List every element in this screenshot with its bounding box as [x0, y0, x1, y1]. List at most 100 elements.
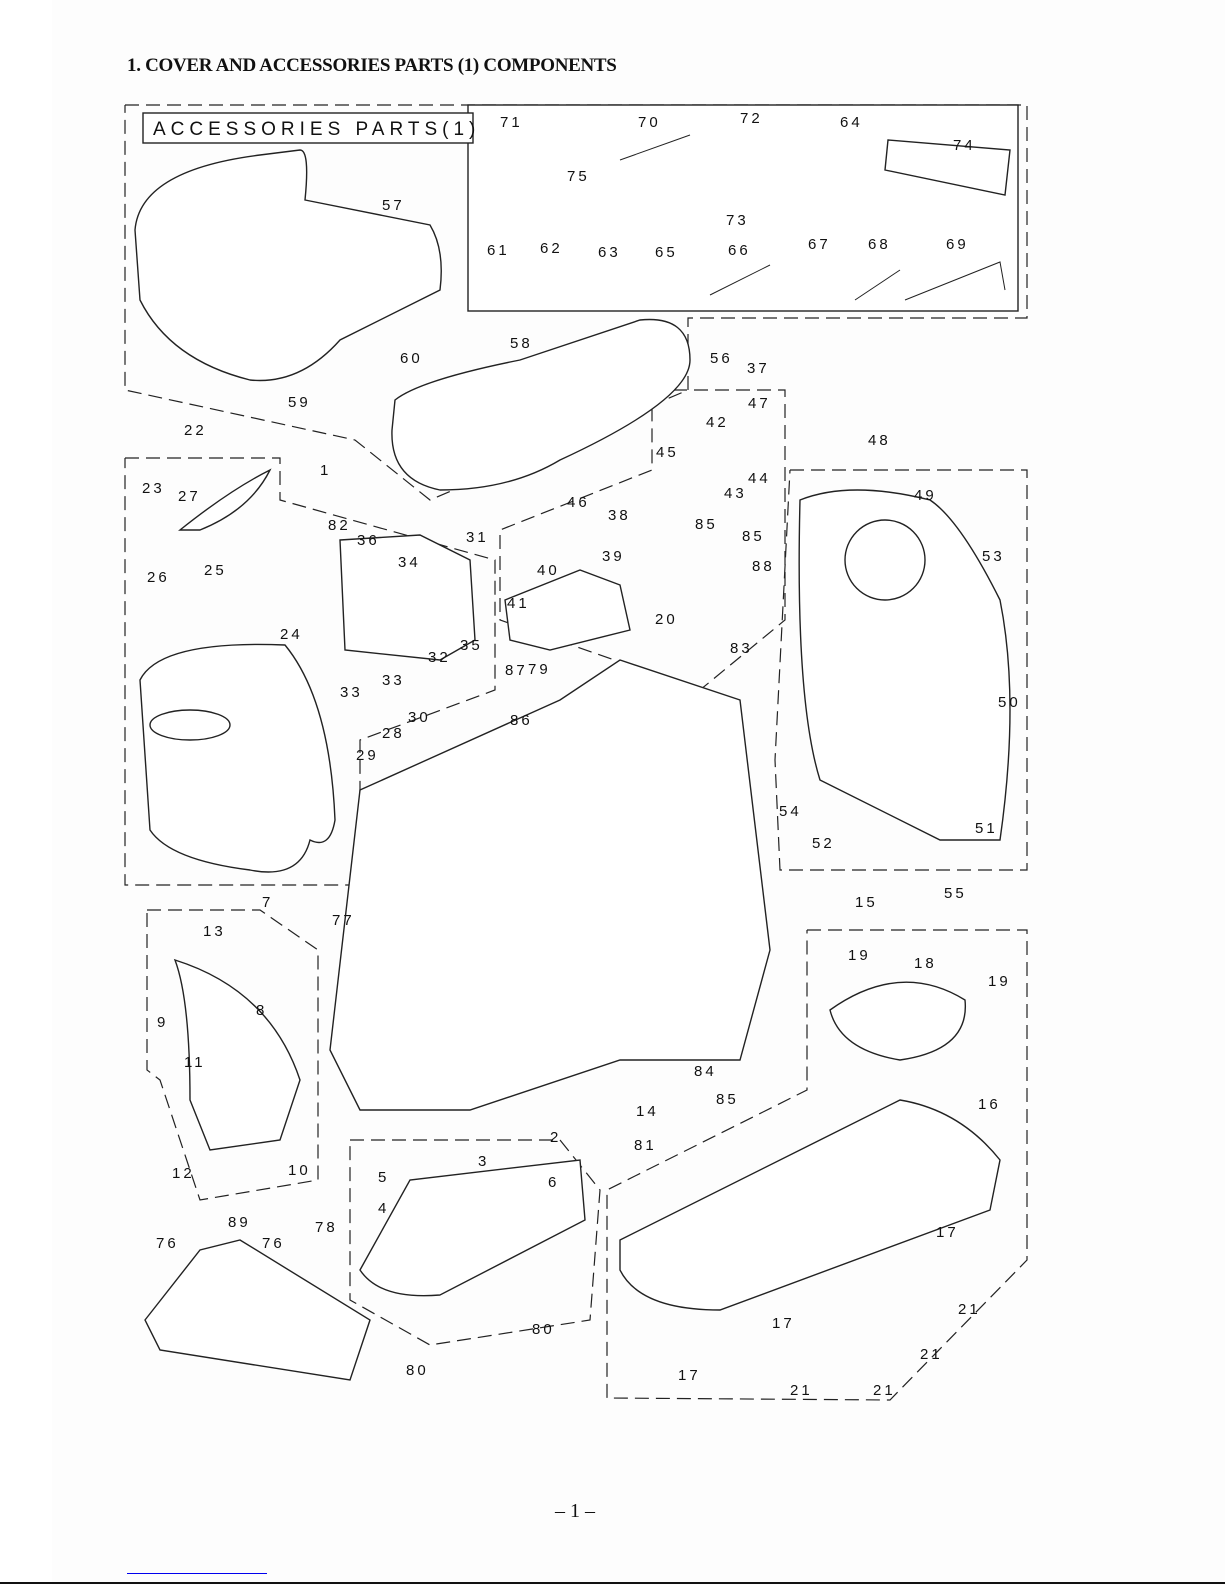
- part-number-label: 50: [998, 694, 1021, 711]
- link-underline[interactable]: [127, 1573, 267, 1574]
- part-number-label: 59: [288, 394, 311, 411]
- side-cover: [173, 958, 301, 1151]
- part-number-label: 6: [548, 1174, 559, 1191]
- front-cover: [139, 643, 336, 873]
- part-number-label: 29: [356, 747, 379, 764]
- part-number-label: 82: [328, 517, 351, 534]
- bottom-cover-plate: [829, 981, 966, 1061]
- part-number-label: 19: [848, 947, 871, 964]
- part-number-label: 86: [510, 712, 533, 729]
- part-number-label: 11: [184, 1054, 206, 1071]
- part-number-label: 63: [598, 244, 621, 261]
- part-number-label: 25: [204, 562, 227, 579]
- part-number-label: 78: [315, 1219, 338, 1236]
- part-number-label: 26: [147, 569, 170, 586]
- group-boundaries: [124, 104, 1028, 1401]
- part-number-label: 7: [262, 894, 273, 911]
- part-number-label: 77: [332, 912, 355, 929]
- part-number-label: 2: [550, 1129, 561, 1146]
- part-number-label: 39: [602, 548, 625, 565]
- part-number-label: 67: [808, 236, 831, 253]
- page-number: – 1 –: [555, 1500, 595, 1522]
- part-number-label: 85: [716, 1091, 739, 1108]
- part-number-label: 45: [656, 444, 679, 461]
- part-number-label: 27: [178, 488, 201, 505]
- part-number-label: 53: [982, 548, 1005, 565]
- foot-74: [884, 139, 1011, 196]
- part-number-label: 21: [958, 1301, 981, 1318]
- part-number-label: 79: [528, 661, 551, 678]
- accessory-case: [134, 149, 442, 382]
- part-number-label: 81: [634, 1137, 657, 1154]
- part-number-label: 80: [532, 1321, 555, 1338]
- part-number-label: 88: [752, 558, 775, 575]
- part-number-label: 19: [988, 973, 1011, 990]
- part-number-label: 68: [868, 236, 891, 253]
- part-number-label: 58: [510, 335, 533, 352]
- part-number-label: 73: [726, 212, 749, 229]
- speaker-opening: [844, 519, 926, 601]
- part-number-label: 44: [748, 470, 771, 487]
- part-number-label: 34: [398, 554, 421, 571]
- top-cover-27: [178, 468, 272, 531]
- part-number-label: 5: [378, 1169, 389, 1186]
- part-number-label: 1: [320, 462, 331, 479]
- part-number-label: 33: [382, 672, 405, 689]
- part-number-label: 87: [505, 662, 528, 679]
- part-number-label: 4: [378, 1200, 389, 1217]
- free-arm-cover: [144, 1239, 371, 1381]
- part-number-label: 28: [382, 725, 405, 742]
- part-number-label: 21: [920, 1346, 943, 1363]
- part-number-label: 9: [157, 1014, 168, 1031]
- part-number-label: 42: [706, 414, 729, 431]
- part-number-label: 17: [678, 1367, 701, 1384]
- accessories-box-label: ACCESSORIES PARTS(1): [153, 119, 480, 140]
- part-number-label: 8: [256, 1002, 267, 1019]
- part-number-label: 64: [840, 114, 863, 131]
- part-number-label: 60: [400, 350, 423, 367]
- part-number-label: 66: [728, 242, 751, 259]
- part-number-label: 52: [812, 835, 835, 852]
- part-number-label: 12: [172, 1165, 195, 1182]
- part-number-label: 31: [466, 529, 489, 546]
- part-number-label: 36: [357, 532, 380, 549]
- part-number-label: 18: [914, 955, 937, 972]
- part-number-label: 69: [946, 236, 969, 253]
- part-number-label: 40: [537, 562, 560, 579]
- part-number-label: 37: [747, 360, 770, 377]
- plate-39: [504, 569, 631, 651]
- part-number-label: 30: [408, 709, 431, 726]
- part-number-label: 71: [500, 114, 523, 131]
- seam-ripper-68: [854, 269, 901, 301]
- part-number-label: 21: [873, 1382, 896, 1399]
- part-number-label: 83: [730, 640, 753, 657]
- part-number-label: 10: [288, 1162, 311, 1179]
- part-number-label: 21: [790, 1382, 813, 1399]
- screwdriver-66: [709, 264, 771, 296]
- part-number-label: 22: [184, 422, 207, 439]
- part-number-label: 61: [487, 242, 510, 259]
- page-title: 1. COVER AND ACCESSORIES PARTS (1) COMPO…: [127, 55, 617, 76]
- part-number-label: 15: [855, 894, 878, 911]
- part-number-label: 49: [914, 487, 937, 504]
- part-number-label: 70: [638, 114, 661, 131]
- part-number-label: 72: [740, 110, 763, 127]
- main-frame: [329, 659, 771, 1111]
- part-number-label: 74: [953, 137, 976, 154]
- bottom-rule: [0, 1582, 1225, 1584]
- hex-wrench-69: [904, 261, 1006, 301]
- part-number-label: 35: [460, 637, 483, 654]
- extension-table: [391, 318, 691, 491]
- accessories-box-label-frame: [142, 112, 474, 144]
- part-number-label: 76: [156, 1235, 179, 1252]
- part-number-label: 55: [944, 885, 967, 902]
- part-number-label: 85: [742, 528, 765, 545]
- part-number-label: 47: [748, 395, 771, 412]
- part-number-label: 16: [978, 1096, 1001, 1113]
- part-number-label: 65: [655, 244, 678, 261]
- part-number-label: 13: [203, 923, 226, 940]
- part-number-label: 17: [772, 1315, 795, 1332]
